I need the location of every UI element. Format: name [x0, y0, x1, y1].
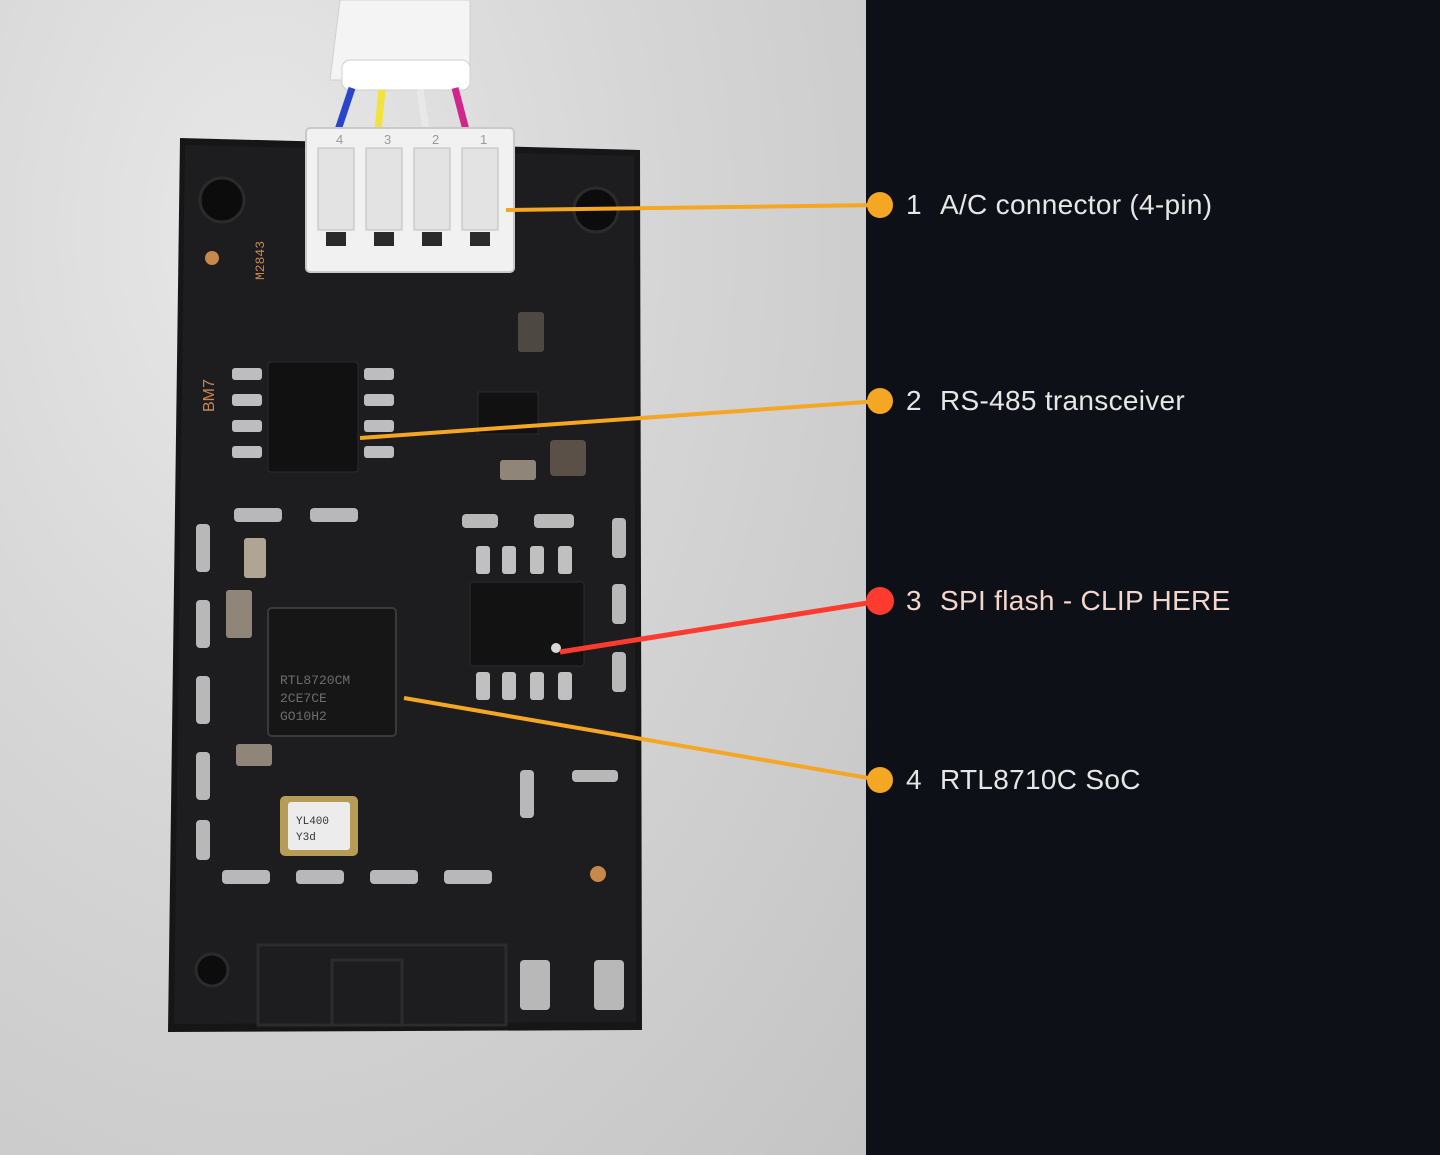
rs485-chip	[232, 361, 394, 473]
connector-housing: 4 3 2 1	[305, 127, 515, 273]
silkscreen-bm7: BM7	[201, 379, 218, 412]
callout-number-4: 4	[906, 764, 922, 795]
pin-label-3: 3	[384, 132, 391, 147]
cable-bundle	[329, 0, 471, 132]
callout-number-1: 1	[906, 189, 922, 220]
crystal-marking-line1: YL400	[296, 816, 329, 828]
pcb-photo: 4 3 2 1 BM7 M2843	[0, 0, 866, 1155]
callout-label-2: 2 RS-485 transceiver	[906, 385, 1185, 417]
callout-text-2: RS-485 transceiver	[940, 385, 1186, 416]
soc-marking-line3: GO10H2	[280, 709, 327, 724]
label-panel	[866, 0, 1440, 1155]
callout-text-4: RTL8710C SoC	[940, 764, 1141, 795]
callout-text-3: SPI flash - CLIP HERE	[940, 585, 1231, 616]
soc-chip: RTL8720CM 2CE7CE GO10H2	[267, 607, 397, 737]
pin-label-2: 2	[432, 132, 439, 147]
callout-label-4: 4 RTL8710C SoC	[906, 764, 1141, 796]
callout-number-2: 2	[906, 385, 922, 416]
callout-number-3: 3	[906, 585, 922, 616]
pin-label-1: 1	[480, 132, 487, 147]
callout-label-3: 3 SPI flash - CLIP HERE	[906, 585, 1231, 617]
pcb-illustration: 4 3 2 1 BM7 M2843	[174, 0, 636, 1027]
spi-flash-chip	[469, 546, 585, 700]
callout-text-1: A/C connector (4-pin)	[940, 189, 1213, 220]
crystal-marking-line2: Y3d	[296, 832, 316, 844]
soc-marking-line1: RTL8720CM	[280, 673, 350, 688]
crystal: YL400 Y3d	[280, 796, 358, 856]
silkscreen-model: M2843	[253, 241, 268, 280]
pin-label-4: 4	[336, 132, 343, 147]
soc-marking-line2: 2CE7CE	[280, 691, 327, 706]
callout-label-1: 1 A/C connector (4-pin)	[906, 189, 1212, 221]
